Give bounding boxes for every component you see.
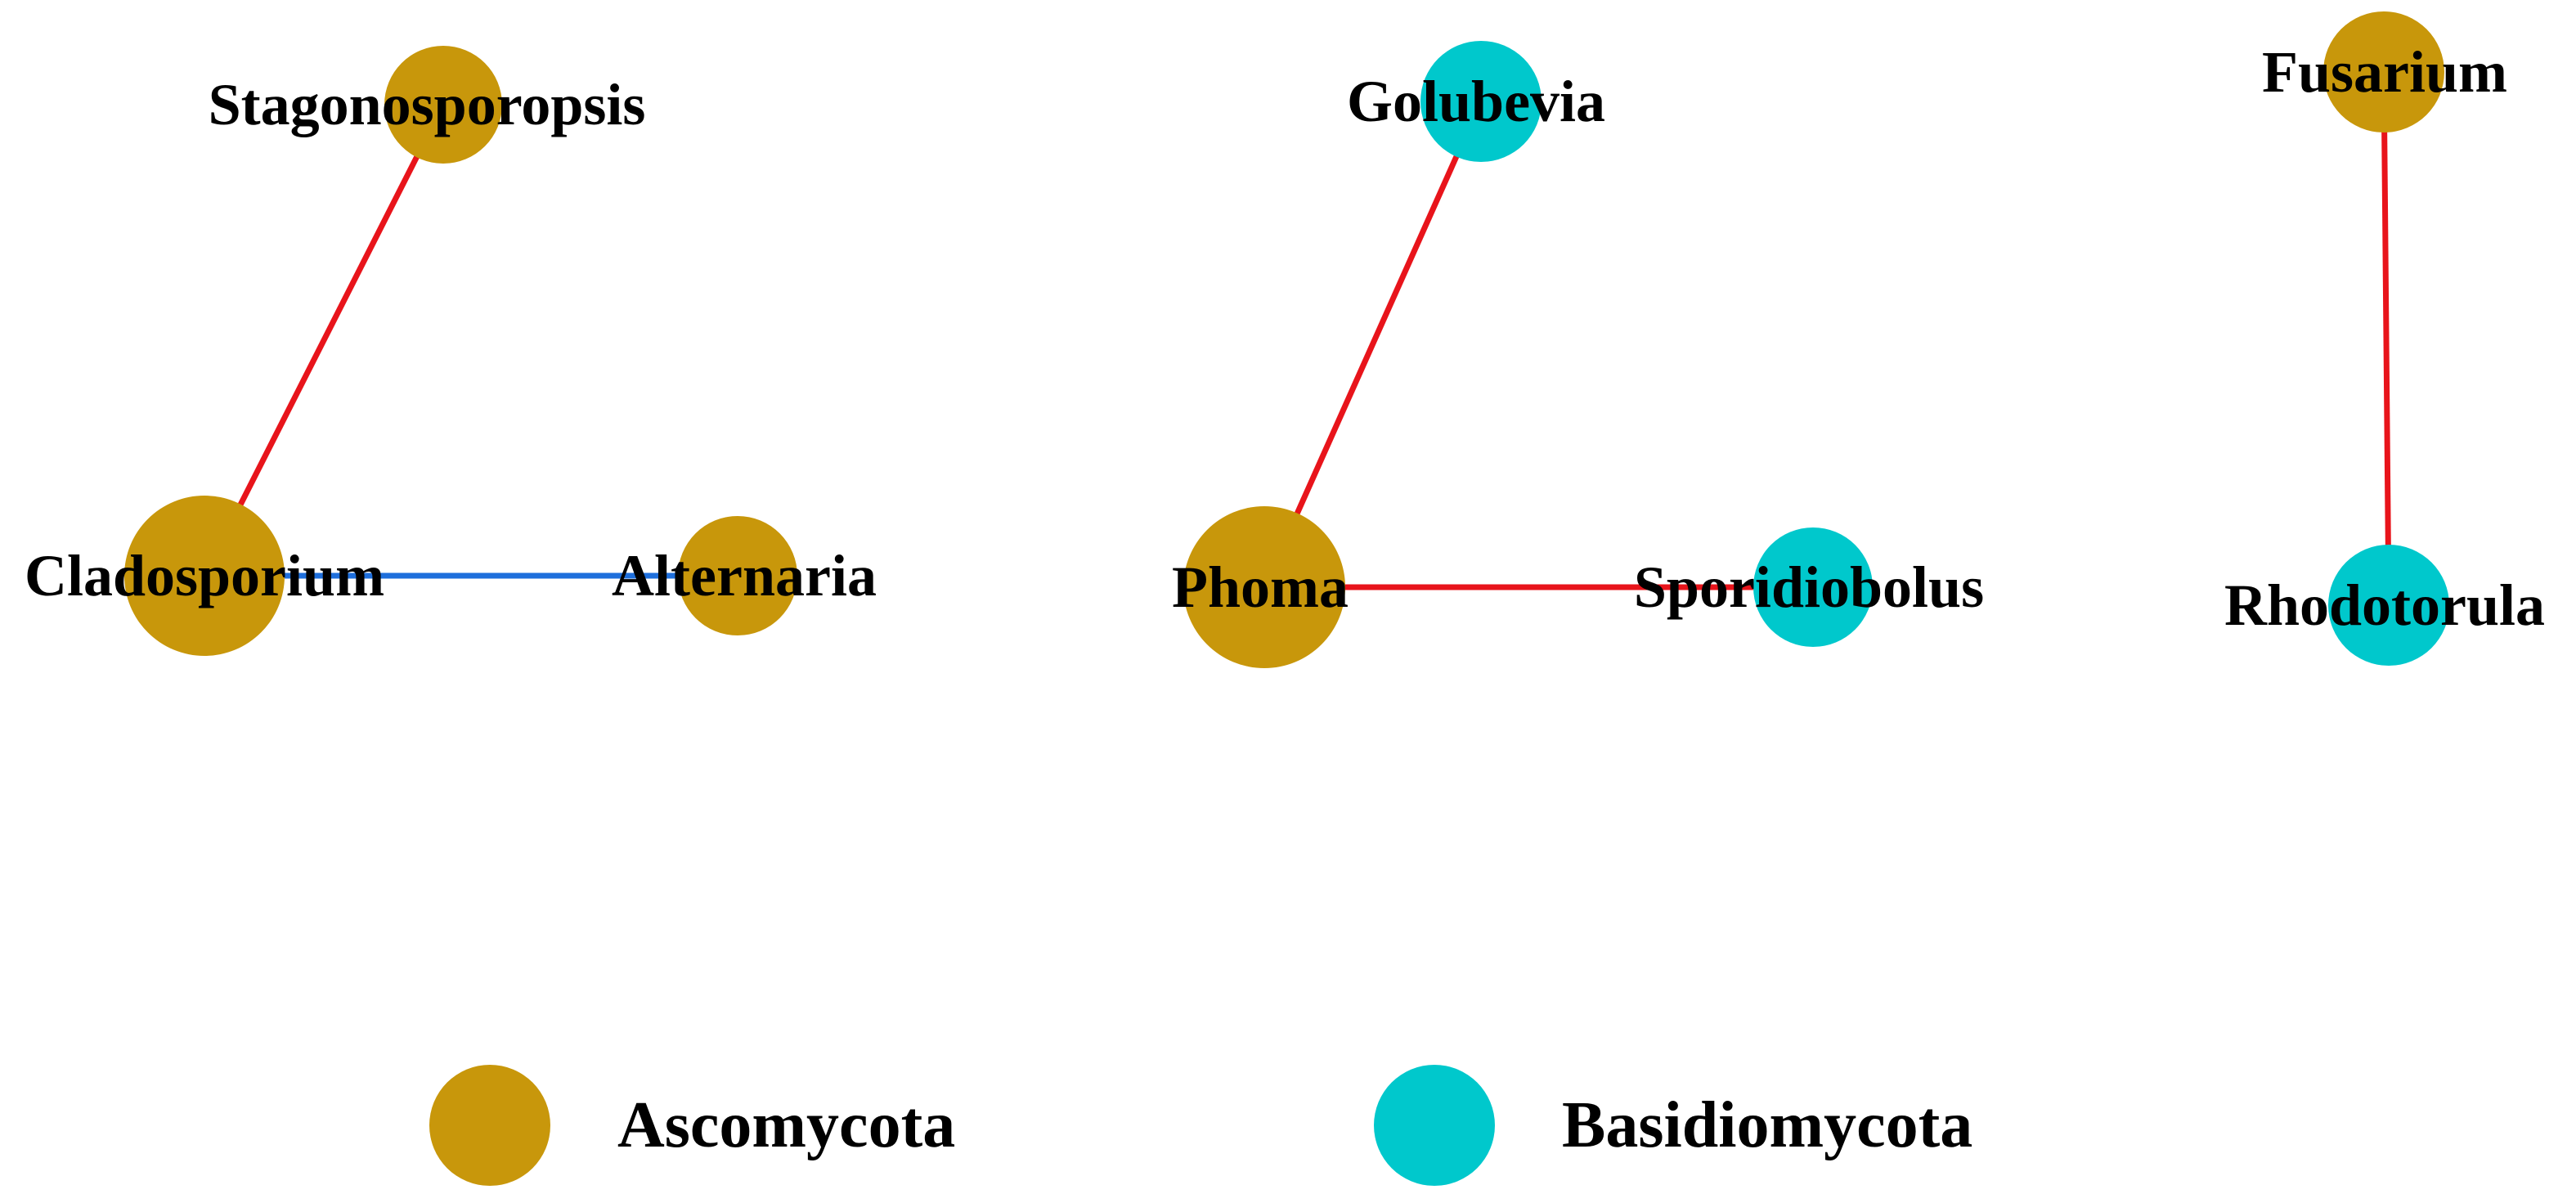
node-label-fusarium: Fusarium [2262,39,2507,105]
edge-fusarium-rhodotorula [2381,71,2392,606]
node-rhodotorula [2328,545,2449,666]
node-cladosporium [124,496,285,656]
legend-swatch-basidiomycota [1374,1065,1495,1186]
node-label-cladosporium: Cladosporium [25,543,384,608]
node-sporidiobolus [1753,527,1873,647]
legend-item-basidiomycota: Basidiomycota [1374,1065,1972,1186]
node-label-alternaria: Alternaria [612,543,877,608]
edges-layer [201,71,2392,606]
node-label-phoma: Phoma [1172,554,1349,620]
node-label-stagonosporopsis: Stagonosporopsis [209,72,646,137]
node-fusarium [2323,11,2444,132]
node-label-sporidiobolus: Sporidiobolus [1634,554,1984,620]
legend-item-ascomycota: Ascomycota [429,1065,955,1186]
legend-label-ascomycota: Ascomycota [617,1089,955,1161]
node-label-golubevia: Golubevia [1347,69,1605,134]
node-label-rhodotorula: Rhodotorula [2224,572,2545,638]
nodes-layer [124,11,2449,668]
legend-label-basidiomycota: Basidiomycota [1562,1089,1972,1161]
node-stagonosporopsis [384,46,502,164]
edge-golubevia-phoma [1261,100,1484,589]
node-golubevia [1420,41,1542,162]
legend: Ascomycota Basidiomycota [429,1065,1972,1186]
legend-swatch-ascomycota [429,1065,550,1186]
edge-stagonosporopsis-cladosporium [201,103,447,577]
node-alternaria [678,516,797,635]
node-phoma [1183,506,1345,668]
